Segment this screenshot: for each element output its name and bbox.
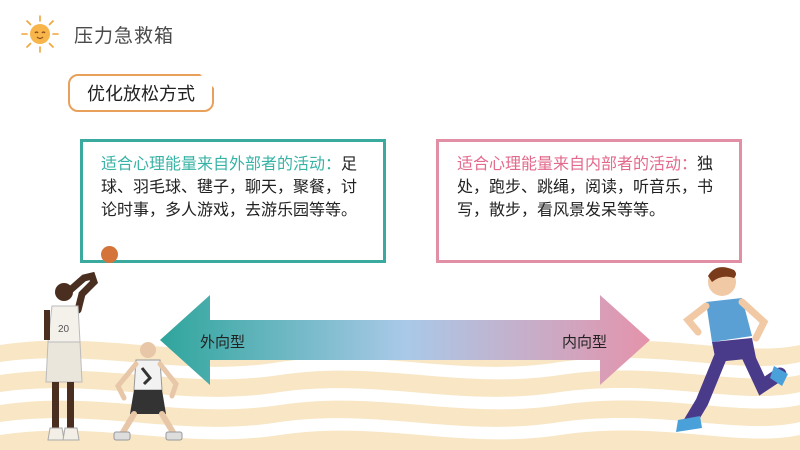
extrovert-activities-card: 适合心理能量来自外部者的活动：足球、羽毛球、毽子，聊天，聚餐，讨论时事，多人游戏… [80,139,386,263]
header: 压力急救箱 [20,14,174,54]
introvert-label: 内向型 [562,333,608,351]
introvert-card-lead: 适合心理能量来自内部者的活动： [457,154,698,173]
svg-text:20: 20 [58,324,70,335]
running-person-illustration [676,267,788,432]
page-title: 压力急救箱 [74,24,175,47]
extrovert-card-body: 足球、羽毛球、毽子，聊天，聚餐，讨论时事，多人游戏，去游乐园等等。 [101,154,358,219]
defending-player-illustration [113,342,183,441]
section-label: 优化放松方式 [68,74,214,112]
extrovert-label: 外向型 [200,333,246,351]
basketball-icon [101,246,118,263]
extrovert-card-lead: 适合心理能量来自外部者的活动： [101,154,342,173]
section-label-text: 优化放松方式 [87,84,195,105]
introvert-card-body: 独处，跑步、跳绳，阅读，听音乐，书写，散步，看风景发呆等等。 [457,154,714,219]
basketball-player-illustration: 20 [44,271,99,441]
sun-icon [21,15,59,53]
double-arrow [160,295,650,385]
introvert-activities-card: 适合心理能量来自内部者的活动：独处，跑步、跳绳，阅读，听音乐，书写，散步，看风景… [436,139,742,263]
